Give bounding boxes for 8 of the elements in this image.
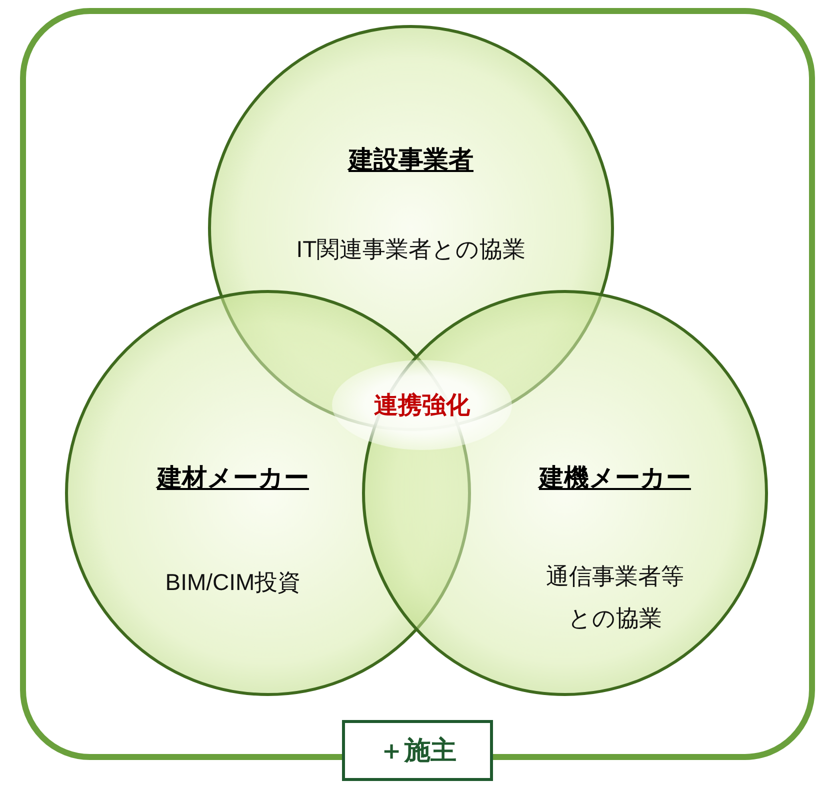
circle-heading: 建材メーカー: [154, 463, 310, 494]
circle-text: 通信事業者等との協業: [545, 562, 685, 633]
tab-label: ＋施主: [342, 720, 493, 781]
circle-heading: 建機メーカー: [536, 463, 692, 494]
circle-heading: 建設事業者: [346, 145, 474, 176]
circle-text: IT関連事業者との協業: [295, 235, 527, 264]
highlight-label: 連携強化: [374, 391, 470, 421]
circle-text: BIM/CIM投資: [164, 568, 302, 597]
